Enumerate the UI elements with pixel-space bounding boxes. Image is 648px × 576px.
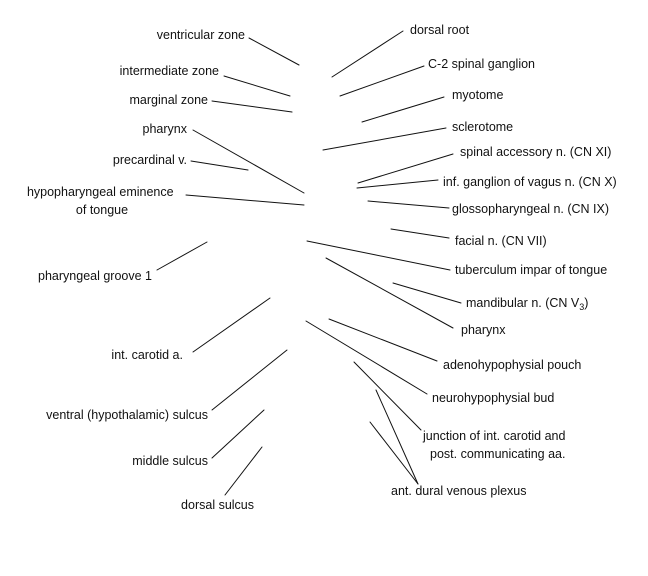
right-labels: dorsal root C-2 spinal ganglion myotome … <box>391 23 617 498</box>
label-myotome: myotome <box>452 88 503 102</box>
label-glossopharyngeal-n: glossopharyngeal n. (CN IX) <box>452 202 609 216</box>
label-junction-line-2: post. communicating aa. <box>430 447 566 461</box>
label-mandibular-prefix: mandibular n. (CN V <box>466 296 580 310</box>
leader-line-dorsal-sulcus <box>224 446 263 496</box>
leader-line-glossopharyngeal-n <box>367 200 450 209</box>
label-mandibular-suffix: ) <box>584 296 588 310</box>
leader-line-junction-aa <box>353 361 422 431</box>
label-dorsal-sulcus: dorsal sulcus <box>181 498 254 512</box>
label-neurohypophysial-bud: neurohypophysial bud <box>432 391 554 405</box>
label-spinal-accessory-n: spinal accessory n. (CN XI) <box>460 145 611 159</box>
label-c2-spinal-ganglion: C-2 spinal ganglion <box>428 57 535 71</box>
label-hypopharyngeal-line-2: of tongue <box>76 203 128 217</box>
label-intermediate-zone: intermediate zone <box>120 64 219 78</box>
label-hypopharyngeal-line-1: hypopharyngeal eminence <box>27 185 174 199</box>
label-precardinal-v: precardinal v. <box>113 153 187 167</box>
leader-line-hypopharyngeal-eminence <box>185 194 305 206</box>
left-labels: ventricular zone intermediate zone margi… <box>27 28 254 512</box>
label-mandibular-subscript: 3 <box>579 302 584 312</box>
label-ant-dural-plexus: ant. dural venous plexus <box>391 484 527 498</box>
leader-line-ant-dural-plexus-a <box>375 389 419 485</box>
label-pharynx-right: pharynx <box>461 323 506 337</box>
leader-line-intermediate-zone <box>223 75 291 97</box>
leader-line-dorsal-root <box>331 30 404 78</box>
leader-line-ventral-sulcus <box>211 349 288 411</box>
leader-line-spinal-accessory-n <box>357 153 454 184</box>
leader-line-int-carotid-a <box>192 297 271 353</box>
leader-line-neurohypophysial-bud <box>305 320 428 395</box>
label-dorsal-root: dorsal root <box>410 23 470 37</box>
label-junction-aa: junction of int. carotid and post. commu… <box>422 429 569 461</box>
label-tuberculum-impar: tuberculum impar of tongue <box>455 263 607 277</box>
label-adenohypophysial-pouch: adenohypophysial pouch <box>443 358 581 372</box>
label-middle-sulcus: middle sulcus <box>132 454 208 468</box>
label-ventricular-zone: ventricular zone <box>157 28 245 42</box>
leader-line-sclerotome <box>322 127 447 151</box>
leader-line-myotome <box>361 96 445 123</box>
leader-line-c2-spinal-ganglion <box>339 65 425 97</box>
label-pharyngeal-groove-1: pharyngeal groove 1 <box>38 269 152 283</box>
label-junction-line-1: junction of int. carotid and <box>422 429 565 443</box>
label-mandibular-n: mandibular n. (CN V3) <box>466 296 588 312</box>
label-int-carotid-a: int. carotid a. <box>111 348 183 362</box>
leader-line-pharynx-right <box>325 257 454 329</box>
leader-line-mandibular-n <box>392 282 462 304</box>
leader-line-marginal-zone <box>211 100 293 113</box>
leader-line-inf-ganglion-vagus <box>356 179 439 189</box>
label-marginal-zone: marginal zone <box>129 93 208 107</box>
leader-line-adenohypophysial-pouch <box>328 318 438 362</box>
label-pharynx-left: pharynx <box>143 122 188 136</box>
label-facial-n: facial n. (CN VII) <box>455 234 547 248</box>
label-ventral-sulcus: ventral (hypothalamic) sulcus <box>46 408 208 422</box>
label-inf-ganglion-vagus: inf. ganglion of vagus n. (CN X) <box>443 175 617 189</box>
leader-line-tuberculum-impar <box>306 240 451 271</box>
leader-line-precardinal-v <box>190 160 249 171</box>
leader-line-middle-sulcus <box>211 409 265 459</box>
leader-line-ventricular-zone <box>248 37 300 66</box>
leader-line-ant-dural-plexus-b <box>369 421 419 485</box>
label-hypopharyngeal-eminence: hypopharyngeal eminence of tongue <box>27 185 177 217</box>
leader-line-pharyngeal-groove-1 <box>156 241 208 271</box>
leader-line-pharynx-left <box>192 129 305 194</box>
leader-lines <box>156 30 462 496</box>
label-sclerotome: sclerotome <box>452 120 513 134</box>
leader-line-facial-n <box>390 228 450 239</box>
